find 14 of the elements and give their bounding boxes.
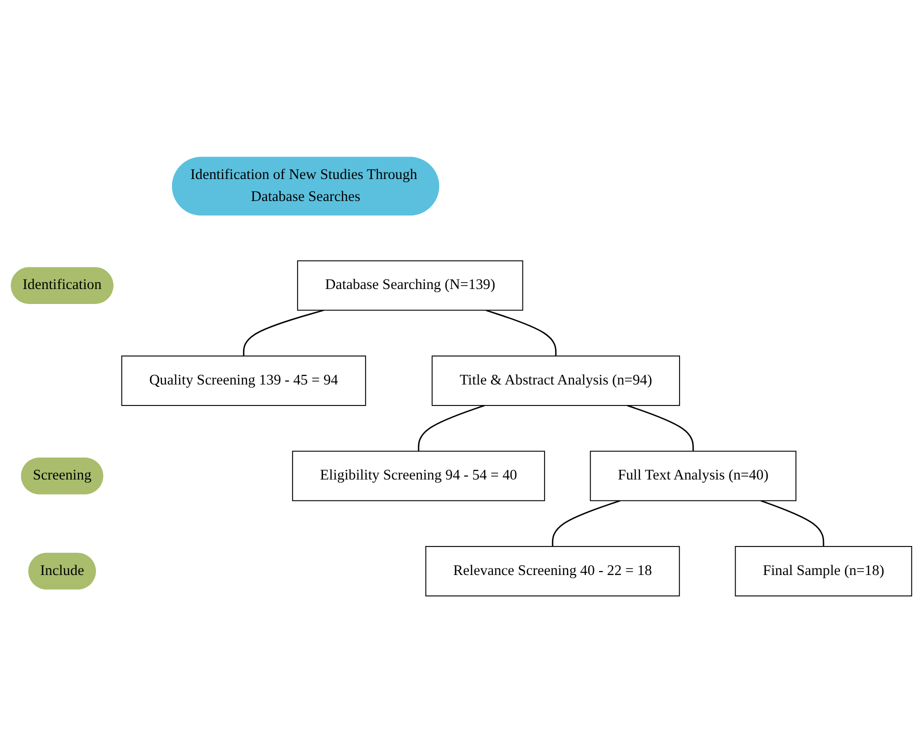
connector <box>552 500 620 546</box>
node-box <box>590 450 796 502</box>
connector <box>760 500 824 546</box>
node-box <box>297 260 524 311</box>
connector <box>486 309 557 356</box>
node-box <box>121 355 366 406</box>
node-box <box>425 546 680 596</box>
node-box <box>734 546 912 596</box>
flowchart-drawing: Identification of New Studies Through Database Searches Identification Database Searching (N=139) Quality Screening 139 - 45 = 94 Screening Title & Abstract Analysis (n=94) Eligibility Screening 94 - 54 = 40 Full Text Analysis (n=40) Include Relevance Screening 40 - 22 = 18 Final Sample (n=18) <box>4 150 919 604</box>
connector <box>626 404 694 452</box>
node-box <box>292 450 546 502</box>
connector <box>418 404 485 452</box>
connector <box>242 309 324 356</box>
node-box <box>432 355 680 406</box>
